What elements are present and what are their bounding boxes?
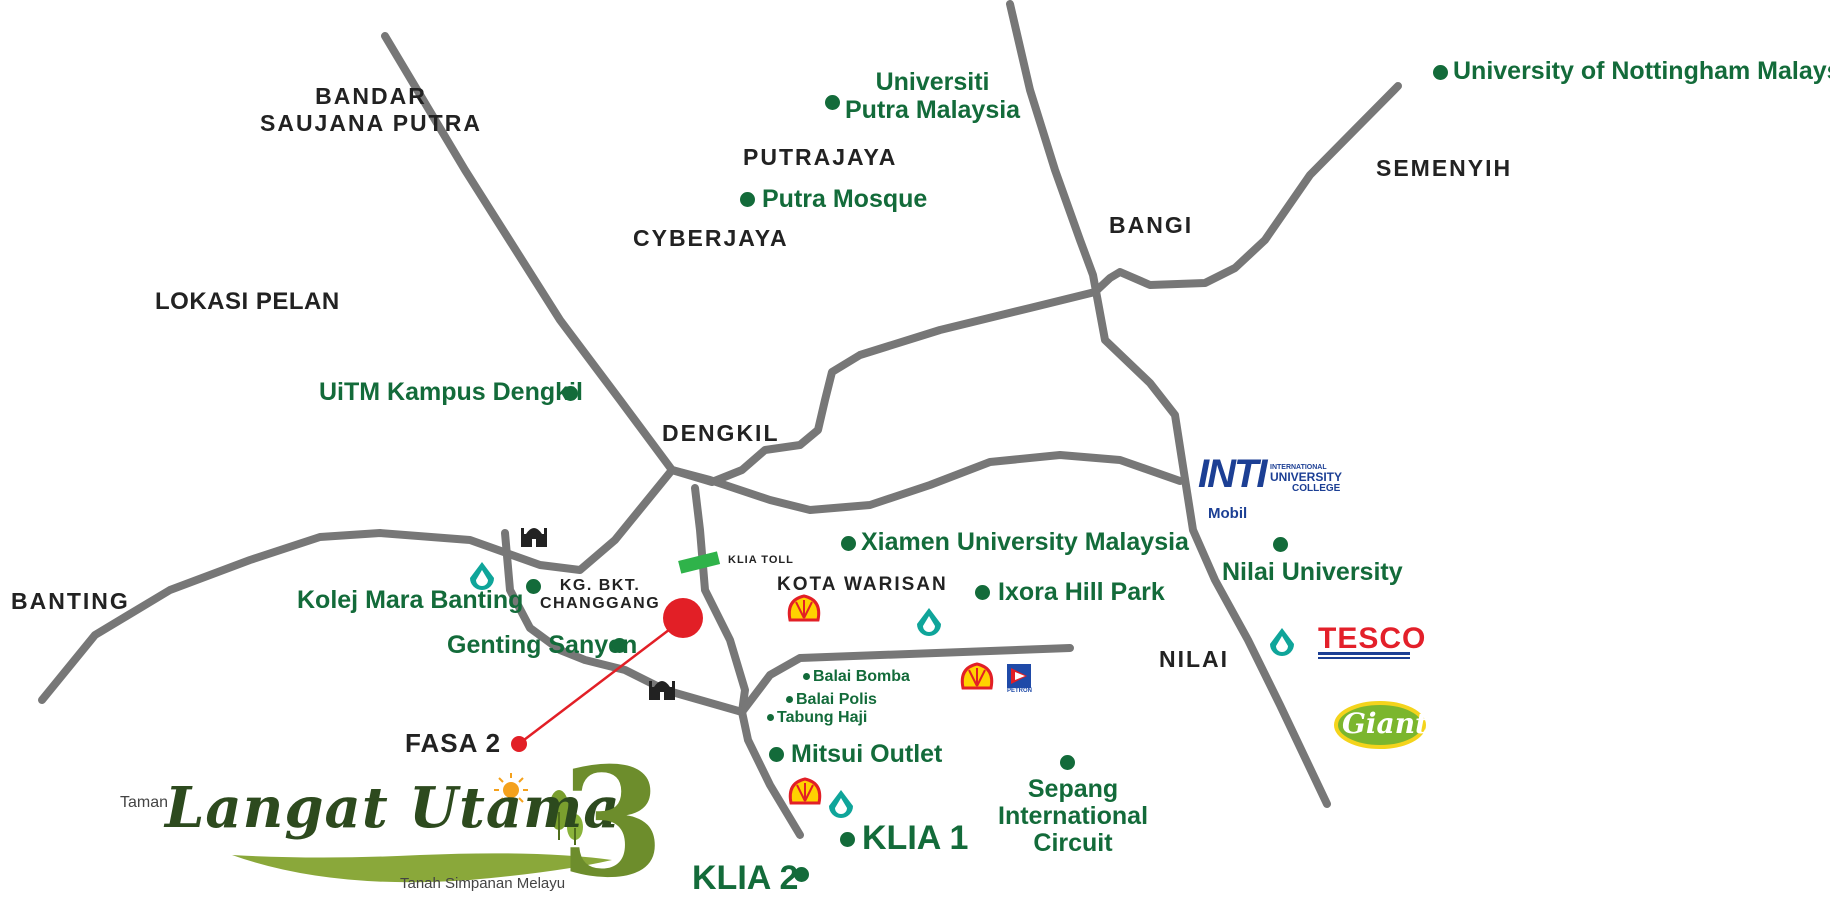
tesco-logo: TESCO bbox=[1318, 622, 1427, 655]
shell-icon bbox=[787, 594, 821, 622]
logo-number: 3 bbox=[560, 735, 665, 911]
inti-logo-subtitle: INTERNATIONAL UNIVERSITY COLLEGE bbox=[1270, 464, 1342, 494]
area-label: CHANGGANG bbox=[540, 595, 661, 613]
petronas-icon bbox=[470, 562, 494, 590]
area-nilai: NILAI bbox=[1159, 646, 1230, 672]
sun-icon bbox=[494, 773, 528, 807]
landmark-dot bbox=[612, 638, 627, 653]
landmark-uitm: UiTM Kampus Dengkil bbox=[319, 378, 583, 406]
area-label: BANDAR bbox=[315, 83, 427, 109]
landmark-balai-bomba: Balai Bomba bbox=[813, 668, 910, 685]
landmark-nottingham: University of Nottingham Malaysia bbox=[1453, 57, 1830, 85]
landmark-klia1: KLIA 1 bbox=[862, 819, 969, 857]
landmark-dot bbox=[840, 832, 855, 847]
leaf-icon bbox=[549, 790, 583, 845]
landmark-balai-polis: Balai Polis bbox=[796, 691, 877, 708]
landmark-putra-mosque: Putra Mosque bbox=[762, 185, 928, 213]
giant-logo: Giant bbox=[1342, 707, 1428, 740]
road-saujana-dengkil bbox=[381, 32, 676, 474]
mosque-icon bbox=[649, 681, 675, 700]
road-banting bbox=[38, 466, 676, 704]
landmark-label: Putra Malaysia bbox=[845, 96, 1021, 124]
landmark-dot bbox=[1433, 65, 1448, 80]
landmark-upm: Universiti Putra Malaysia bbox=[845, 70, 1020, 123]
landmark-label: International bbox=[998, 802, 1149, 830]
landmark-dot bbox=[825, 95, 840, 110]
landmark-label: Sepang bbox=[1027, 775, 1119, 803]
inti-sub-text: UNIVERSITY bbox=[1270, 470, 1343, 485]
road-dengkil-inti bbox=[668, 451, 1184, 514]
fasa-2-marker bbox=[511, 736, 527, 752]
landmark-dot bbox=[740, 192, 755, 207]
landmark-dot bbox=[786, 696, 793, 703]
inti-sub-text: COLLEGE bbox=[1292, 482, 1341, 494]
area-putrajaya: PUTRAJAYA bbox=[743, 144, 898, 170]
landmark-kolej-mara: Kolej Mara Banting bbox=[297, 586, 524, 614]
petron-logo-text: PETRON bbox=[1007, 688, 1033, 694]
landmark-xiamen: Xiamen University Malaysia bbox=[861, 528, 1189, 556]
landmark-klia2: KLIA 2 bbox=[692, 859, 799, 897]
logo-taman: Taman bbox=[120, 794, 169, 811]
shell-icon bbox=[960, 662, 994, 690]
petronas-icon bbox=[917, 608, 941, 636]
road-kota-warisan bbox=[738, 644, 1074, 716]
project-location-marker bbox=[663, 598, 703, 638]
logo-swoosh bbox=[232, 853, 612, 883]
area-cyberjaya: CYBERJAYA bbox=[633, 225, 789, 251]
logo-name: Langat Utama bbox=[165, 775, 621, 841]
mobil-logo: Mobil bbox=[1208, 505, 1248, 522]
landmark-label: Universiti bbox=[875, 68, 990, 96]
area-banting: BANTING bbox=[11, 588, 130, 614]
area-bangi: BANGI bbox=[1109, 212, 1194, 238]
landmark-nilai-university: Nilai University bbox=[1222, 558, 1403, 586]
area-bandar-saujana-putra: BANDAR SAUJANA PUTRA bbox=[260, 85, 482, 135]
landmark-tabung-haji: Tabung Haji bbox=[777, 709, 868, 726]
landmark-mitsui: Mitsui Outlet bbox=[791, 740, 943, 768]
landmark-dot bbox=[563, 386, 578, 401]
landmark-dot bbox=[1273, 537, 1288, 552]
giant-logo-badge bbox=[1334, 701, 1426, 749]
area-label: SAUJANA PUTRA bbox=[260, 110, 482, 136]
area-semenyih: SEMENYIH bbox=[1376, 155, 1513, 181]
inti-logo: INTI bbox=[1198, 452, 1268, 496]
area-kg-bkt-changgang: KG. BKT. CHANGGANG bbox=[540, 577, 660, 614]
landmark-dot bbox=[1060, 755, 1075, 770]
inti-sub-text: INTERNATIONAL bbox=[1270, 464, 1327, 471]
fasa-2-label: FASA 2 bbox=[405, 728, 502, 758]
petronas-icon bbox=[1270, 628, 1294, 656]
shell-icon bbox=[788, 777, 822, 805]
landmark-dot bbox=[767, 714, 774, 721]
landmark-dot bbox=[803, 673, 810, 680]
area-lokasi-pelan: LOKASI PELAN bbox=[155, 288, 340, 315]
landmark-dot bbox=[794, 867, 809, 882]
landmark-label: Circuit bbox=[1033, 829, 1113, 857]
area-label: KG. BKT. bbox=[559, 577, 641, 594]
landmark-dot bbox=[526, 579, 541, 594]
fasa-2-pointer bbox=[519, 619, 683, 744]
area-dengkil: DENGKIL bbox=[662, 420, 780, 446]
petron-icon bbox=[1007, 664, 1031, 688]
landmark-sepang-circuit: Sepang International Circuit bbox=[998, 777, 1148, 856]
tesco-stripes bbox=[1318, 652, 1410, 659]
landmark-dot bbox=[841, 536, 856, 551]
landmark-dot bbox=[975, 585, 990, 600]
landmark-genting-sanyen: Genting Sanyen bbox=[447, 631, 638, 659]
petronas-icon bbox=[829, 790, 853, 818]
logo-subtitle: Tanah Simpanan Melayu bbox=[400, 875, 566, 892]
area-kota-warisan: KOTA WARISAN bbox=[777, 574, 948, 595]
road-dengkil-klia bbox=[691, 484, 804, 839]
road-bangi-nilai bbox=[1006, 0, 1331, 808]
landmark-ixora: Ixora Hill Park bbox=[998, 578, 1165, 606]
klia-toll-label: KLIA TOLL bbox=[728, 554, 794, 566]
road-dengkil-bangi bbox=[668, 82, 1402, 486]
mosque-icon bbox=[521, 528, 547, 547]
klia-toll-marker bbox=[678, 551, 721, 574]
landmark-dot bbox=[769, 747, 784, 762]
